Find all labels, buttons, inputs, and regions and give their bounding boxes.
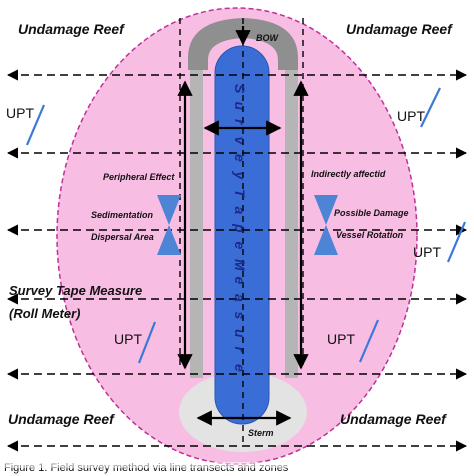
sedimentation-label: Sedimentation: [91, 210, 154, 220]
hourglass-right-icon: [314, 195, 338, 255]
vertical-tape-letter: e: [232, 277, 248, 285]
vertical-tape-letter: e: [232, 364, 248, 372]
vertical-tape-letter: a: [232, 207, 248, 215]
vertical-tape-letter: e: [232, 242, 248, 250]
upt-label-right-bottom: UPT: [327, 331, 355, 347]
vessel-rotation-label: Vessel Rotation: [336, 230, 404, 240]
upt-label-right-mid: UPT: [413, 244, 441, 260]
hull-right-bar: [285, 70, 298, 378]
caption-mask: [0, 462, 474, 468]
upt-line-right-mid: [446, 221, 467, 263]
measurement-arrows: [177, 26, 309, 426]
vertical-tape-letter: u: [232, 102, 248, 111]
upt-label-left-bottom: UPT: [114, 331, 142, 347]
vertical-tape-letter: p: [232, 223, 248, 233]
undamaged-reef-label-bottom-right: Undamage Reef: [340, 411, 447, 427]
vertical-tape-letter: S: [232, 84, 248, 94]
survey-tape-measure-label: Survey Tape Measure: [9, 283, 142, 298]
hull-left-bar: [190, 70, 203, 378]
transect-lines: [6, 69, 468, 452]
upt-line-right-top: [420, 87, 441, 128]
possible-damage-label: Possible Damage: [334, 208, 409, 218]
indirectly-affected-label: Indirectly affectid: [311, 169, 386, 179]
dispersal-area-label: Dispersal Area: [91, 232, 154, 242]
upt-label-left-top: UPT: [6, 105, 34, 121]
vertical-tape-letter: T: [232, 189, 248, 199]
vertical-tape-letter: y: [232, 171, 248, 181]
upt-lines: [25, 87, 467, 364]
upt-line-left-bottom: [137, 321, 157, 364]
vertical-tape-letter: r: [232, 347, 248, 354]
stern-label: Sterm: [248, 428, 274, 438]
undamaged-reef-label-top-left: Undamage Reef: [18, 21, 125, 37]
vertical-tape-letter: u: [232, 329, 248, 338]
undamaged-reef-label-bottom-left: Undamage Reef: [8, 411, 115, 427]
undamaged-reef-label-top-right: Undamage Reef: [346, 21, 453, 37]
bow-arc: [188, 18, 298, 70]
vertical-tape-letter: v: [232, 137, 248, 146]
vertical-tape-letter: e: [232, 154, 248, 162]
vertical-tape-letter: M: [232, 259, 248, 271]
peripheral-effect-label: Peripheral Effect: [103, 172, 175, 182]
hourglass-left-icon: [157, 195, 181, 255]
upt-label-right-top: UPT: [397, 108, 425, 124]
vertical-tape-letter: r: [232, 119, 248, 126]
upt-line-right-bottom: [358, 319, 380, 363]
roll-meter-label: (Roll Meter): [9, 306, 81, 321]
vertical-tape-letter: a: [232, 294, 248, 302]
bow-label: BOW: [256, 33, 280, 43]
vertical-tape-letter: s: [232, 312, 248, 320]
upt-line-left-top: [25, 104, 46, 146]
